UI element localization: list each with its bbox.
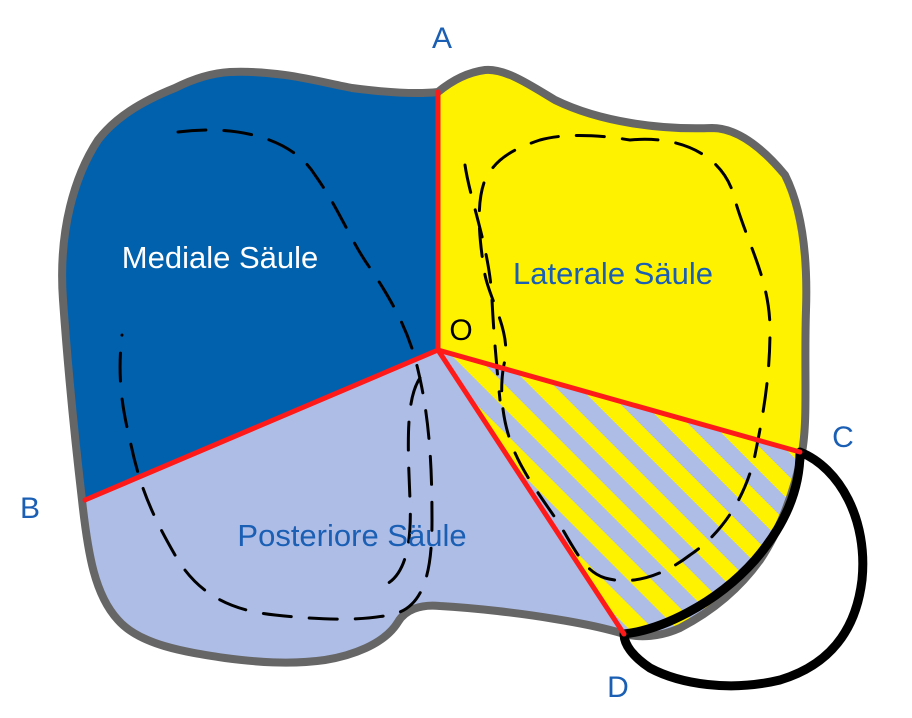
point-label-c: C — [832, 421, 854, 454]
lateral-column-label: Laterale Säule — [513, 256, 713, 291]
point-label-b: B — [20, 492, 40, 525]
point-label-a: A — [432, 22, 452, 55]
medial-column-label: Mediale Säule — [122, 240, 318, 275]
point-label-o: O — [449, 314, 472, 347]
point-label-d: D — [607, 671, 629, 704]
posterior-column-label: Posteriore Säule — [237, 518, 466, 553]
